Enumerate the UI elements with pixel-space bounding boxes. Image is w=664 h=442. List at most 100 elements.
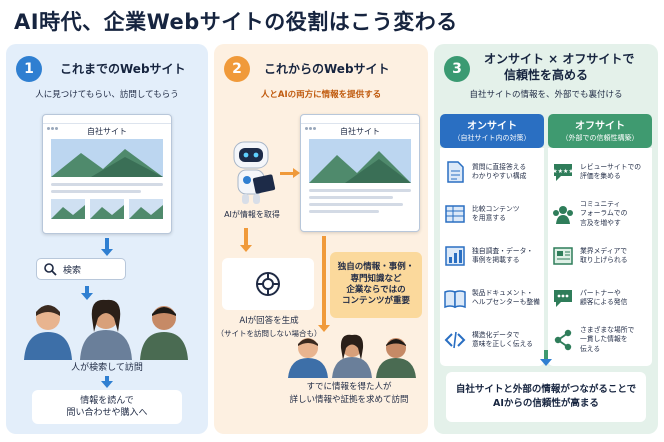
community-icon — [553, 206, 573, 224]
offsite-item-community: コミュニティフォーラムでの言及を増やす — [552, 194, 627, 234]
arrow-down-icon — [81, 286, 93, 300]
comparison-table-icon — [445, 205, 465, 223]
offsite-column-header: オフサイト （外部での信頼性構築） — [548, 114, 652, 148]
panel1-outcome-box: 情報を読んで 問い合わせや購入へ — [32, 390, 182, 424]
onsite-item-line: を用意する — [472, 214, 506, 222]
panel-traditional-website: 1 これまでのWebサイト 人に見つけてもらい、訪問してもらう 自社サイト 検索 — [6, 44, 208, 434]
search-box[interactable]: 検索 — [36, 258, 126, 280]
callout-line3: 企業ならではの — [346, 285, 406, 295]
callout-line1: 独自の情報・事例・ — [337, 262, 415, 273]
offsite-item-reviews: ★★★★ レビューサイトでの評価を集める — [552, 152, 641, 192]
onsite-item-line: ヘルプセンターも整備 — [472, 298, 540, 306]
arrow-down-icon — [101, 376, 113, 388]
website-title: 自社サイト — [87, 127, 127, 136]
thumbnail-images-icon — [51, 199, 163, 219]
arrow-down-icon — [240, 228, 252, 252]
summary-line2: AIからの信頼性が高まる — [493, 398, 599, 409]
offsite-item-line: 取り上げられる — [580, 256, 628, 264]
code-icon — [444, 331, 466, 349]
offsite-item-line: フォーラムでの — [580, 209, 628, 218]
newspaper-icon — [553, 247, 573, 265]
panel3-subheading: 自社サイトの情報を、外部でも裏付ける — [469, 90, 623, 100]
page-title: AI時代、企業Webサイトの役割はこう変わる — [14, 10, 458, 34]
panel1-outcome-line2: 問い合わせや購入へ — [66, 408, 148, 418]
panel3-heading-line2: 信頼性を高める — [504, 68, 589, 82]
callout-line4: コンテンツが重要 — [341, 296, 410, 307]
callout-line2: 専門知識など — [350, 273, 402, 284]
bar-chart-icon — [445, 246, 465, 266]
website-mockup: 自社サイト — [300, 114, 420, 232]
offsite-title: オフサイト — [575, 121, 625, 132]
book-icon — [444, 290, 466, 309]
window-bar — [43, 115, 171, 130]
offsite-item-line: さまざまな場所で — [580, 326, 635, 335]
panel2-heading: これからのWebサイト — [264, 62, 390, 76]
review-stars-icon: ★★★★ — [552, 164, 574, 181]
svg-text:★★★★: ★★★★ — [552, 168, 574, 175]
window-bar — [301, 115, 419, 130]
summary-box: 自社サイトと外部の情報がつながることで AIからの信頼性が高まる — [446, 372, 646, 422]
people-group-icon — [24, 299, 188, 360]
arrow-right-icon — [280, 168, 300, 178]
arrow-down-icon — [101, 238, 113, 256]
onsite-title: オンサイト — [467, 121, 517, 132]
panel1-subheading: 人に見つけてもらい、訪問してもらう — [35, 90, 179, 100]
offsite-item-line: 業界メディアで — [580, 246, 628, 255]
onsite-subtitle: （自社サイト内の対策） — [453, 134, 531, 142]
summary-line1: 自社サイトと外部の情報がつながることで — [455, 384, 637, 396]
offsite-item-media: 業界メディアで取り上げられる — [552, 236, 628, 276]
panel2-visit-caption-line1: すでに情報を得た人が — [306, 382, 392, 392]
onsite-item-line: 質問に直接答える — [472, 162, 527, 171]
offsite-item-line: レビューサイトでの — [580, 162, 642, 171]
ai-robot-icon — [233, 141, 276, 204]
panel-future-website: 2 これからのWebサイト 人とAIの両方に情報を提供する AIが情報を取得 自… — [214, 44, 428, 434]
document-icon — [447, 161, 464, 183]
ai-answer-box — [222, 258, 314, 310]
onsite-column: 質問に直接答えるわかりやすい構成 比較コンテンツを用意する 独自調査・データ・事… — [440, 148, 544, 366]
landscape-image-icon — [51, 139, 163, 177]
panel1-outcome-line1: 情報を読んで — [80, 395, 134, 406]
offsite-item-line: 言及を増やす — [580, 218, 621, 227]
people-group-icon — [288, 334, 416, 378]
offsite-subtitle: （外部での信頼性構築） — [561, 134, 639, 142]
offsite-item-line: コミュニティ — [580, 200, 621, 209]
share-icon — [554, 329, 572, 351]
step-number-2: 2 — [224, 56, 250, 82]
offsite-item-line: 評価を集める — [580, 172, 621, 180]
panel2-subheading: 人とAIの両方に情報を提供する — [260, 90, 382, 100]
onsite-item-research: 独自調査・データ・事例を掲載する — [444, 236, 533, 276]
onsite-item-line: 比較コンテンツ — [472, 204, 520, 213]
website-mockup: 自社サイト — [42, 114, 172, 234]
panel-trust-building: 3 オンサイト × オフサイトで 信頼性を高める 自社サイトの情報を、外部でも裏… — [434, 44, 658, 434]
chat-bubble-icon — [554, 290, 572, 307]
onsite-item-line: わかりやすい構成 — [472, 172, 527, 180]
onsite-item-answers: 質問に直接答えるわかりやすい構成 — [444, 152, 526, 192]
onsite-item-line: 独自調査・データ・ — [472, 246, 534, 255]
arrow-down-icon — [318, 236, 330, 332]
panel3-heading-line1: オンサイト × オフサイトで — [484, 52, 635, 66]
offsite-column: ★★★★ レビューサイトでの評価を集める コミュニティフォーラムでの言及を増やす… — [548, 148, 652, 366]
onsite-item-docs: 製品ドキュメント・ヘルプセンターも整備 — [444, 278, 540, 318]
unique-content-callout: 独自の情報・事例・ 専門知識など 企業ならではの コンテンツが重要 — [330, 252, 422, 318]
onsite-item-line: 事例を掲載する — [472, 256, 520, 264]
onsite-item-structured-data: 構造化データで意味を正しく伝える — [444, 320, 533, 360]
robot-caption: AIが情報を取得 — [224, 210, 280, 219]
ai-answer-caption: AIが回答を生成 — [239, 316, 299, 326]
onsite-item-line: 構造化データで — [472, 330, 520, 339]
offsite-item-line: 伝える — [580, 344, 601, 353]
onsite-item-line: 意味を正しく伝える — [472, 340, 533, 348]
step-number-3: 3 — [444, 56, 470, 82]
ai-assistant-logo-icon — [256, 272, 280, 296]
website-title: 自社サイト — [340, 127, 380, 136]
search-label: 検索 — [63, 265, 82, 276]
step-number-1: 1 — [16, 56, 42, 82]
offsite-item-line: パートナーや — [580, 288, 621, 297]
search-icon — [44, 263, 57, 276]
onsite-item-line: 製品ドキュメント・ — [472, 288, 534, 297]
panel1-caption-visit: 人が検索して訪問 — [71, 363, 143, 373]
offsite-item-consistency: さまざまな場所で一貫した情報を伝える — [552, 320, 634, 360]
landscape-image-icon — [309, 139, 411, 183]
offsite-item-line: 顧客による発信 — [580, 298, 628, 306]
panel2-visit-caption-line2: 詳しい情報や証拠を求めて訪問 — [289, 395, 409, 405]
ai-answer-note: （サイトを訪問しない場合も） — [216, 329, 322, 338]
